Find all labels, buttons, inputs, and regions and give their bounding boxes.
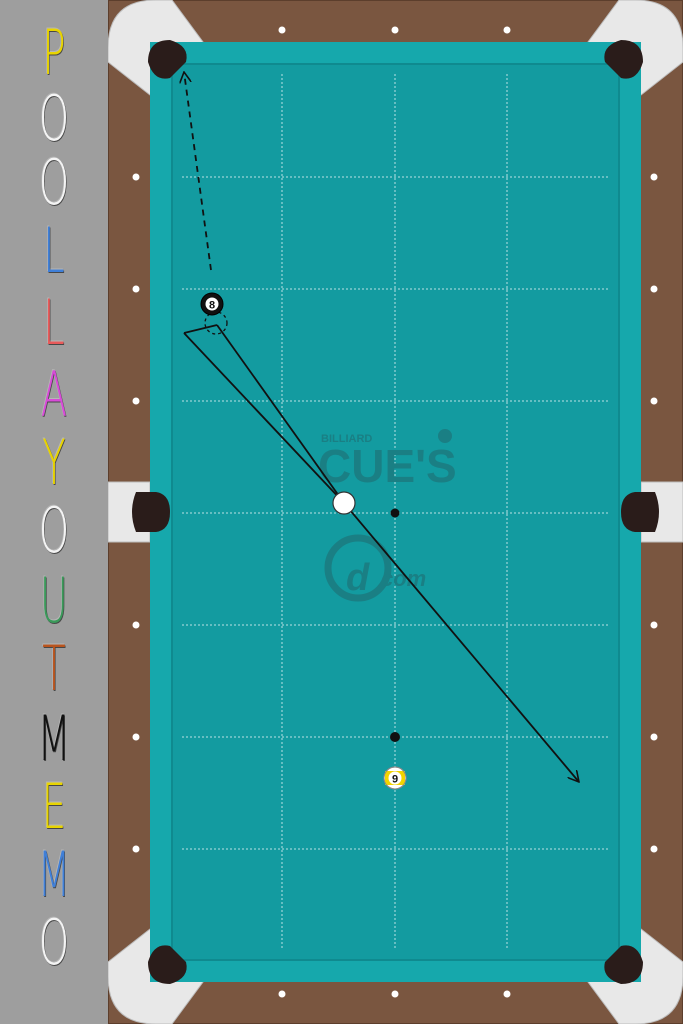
pocket-side-right[interactable] bbox=[621, 492, 659, 532]
watermark-cue-ball-icon bbox=[438, 429, 452, 443]
watermark-big-text: CUE'S bbox=[318, 440, 457, 492]
diamond-marker bbox=[278, 990, 286, 998]
title-letter: L bbox=[43, 214, 65, 287]
cue-ball-path-arrow bbox=[343, 502, 579, 782]
watermark: BILLIARD CUE'S d com bbox=[318, 429, 457, 602]
title-letter: T bbox=[42, 632, 66, 705]
watermark-logo-suffix: com bbox=[381, 566, 426, 591]
diamond-marker bbox=[650, 845, 658, 853]
diamond-marker bbox=[650, 285, 658, 293]
diamond-marker bbox=[132, 733, 140, 741]
title-letter: P bbox=[42, 16, 66, 89]
diamond-marker bbox=[650, 173, 658, 181]
pool-table[interactable]: BILLIARD CUE'S d com 8 bbox=[108, 0, 683, 1024]
pocket-bottom-right[interactable] bbox=[604, 945, 643, 984]
pockets bbox=[132, 40, 659, 984]
watermark-logo-icon bbox=[324, 534, 392, 602]
pocket-top-left[interactable] bbox=[148, 40, 187, 79]
diamond-marker bbox=[503, 990, 511, 998]
pocket-side-left[interactable] bbox=[132, 492, 170, 532]
diamond-marker bbox=[391, 990, 399, 998]
title-letter: A bbox=[40, 358, 68, 431]
object-ball-path-arrow bbox=[184, 72, 212, 271]
title-letter: O bbox=[38, 906, 70, 979]
watermark-logo-letter: d bbox=[346, 557, 370, 599]
foot-spot bbox=[390, 732, 400, 742]
ball-9-number: 9 bbox=[392, 774, 398, 786]
title-letter: L bbox=[43, 286, 65, 359]
title-letter: Y bbox=[42, 426, 66, 499]
diamond-marker bbox=[132, 621, 140, 629]
diamond-marker bbox=[132, 173, 140, 181]
diamond-marker bbox=[391, 26, 399, 34]
ball-9[interactable]: 9 bbox=[383, 766, 407, 790]
diamond-marker bbox=[650, 621, 658, 629]
title-letter: M bbox=[37, 838, 71, 911]
title-letter: U bbox=[39, 564, 69, 637]
diamond-marker bbox=[132, 397, 140, 405]
rail-diamonds bbox=[132, 26, 658, 998]
aim-line-inner bbox=[216, 324, 345, 504]
diamond-marker bbox=[132, 285, 140, 293]
pocket-top-right[interactable] bbox=[604, 40, 643, 79]
title-letter: E bbox=[41, 770, 67, 843]
title-letter: O bbox=[38, 146, 70, 219]
table-spots bbox=[390, 508, 400, 742]
aim-line-outer bbox=[183, 332, 345, 504]
pool-table-diagram[interactable]: BILLIARD CUE'S d com 8 bbox=[108, 0, 683, 1024]
ball-8[interactable]: 8 bbox=[200, 292, 224, 316]
diamond-marker bbox=[278, 26, 286, 34]
diamond-marker bbox=[650, 397, 658, 405]
diamond-marker bbox=[650, 733, 658, 741]
pocket-bottom-left[interactable] bbox=[148, 945, 187, 984]
watermark-small-text: BILLIARD bbox=[321, 433, 372, 445]
diamond-marker bbox=[503, 26, 511, 34]
ghost-ball-icon bbox=[204, 311, 228, 335]
shot-lines bbox=[184, 72, 579, 782]
ball-8-number: 8 bbox=[209, 300, 215, 312]
title-letter: O bbox=[38, 494, 70, 567]
aim-line-base bbox=[183, 324, 218, 334]
title-letter: M bbox=[37, 702, 71, 775]
diamond-marker bbox=[132, 845, 140, 853]
title-letter: O bbox=[38, 82, 70, 155]
cue-ball[interactable] bbox=[332, 491, 356, 515]
center-spot bbox=[390, 508, 400, 518]
